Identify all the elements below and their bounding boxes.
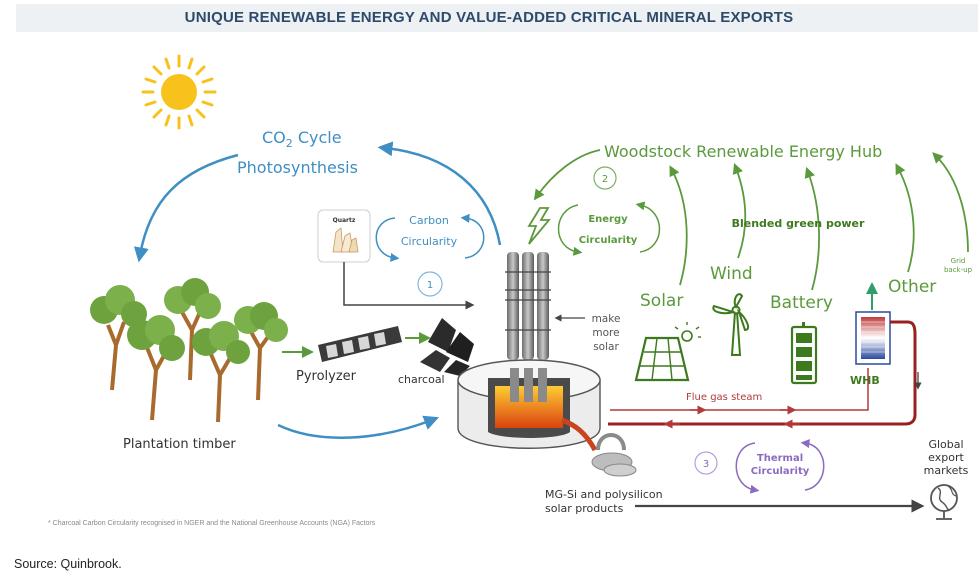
solar-products-label: solar products (545, 502, 624, 515)
battery-icon (790, 322, 818, 385)
quartz-to-smelter-arrow (343, 262, 475, 310)
flue-gas-label: Flue gas steam (686, 392, 762, 403)
solar-label-small: solar (593, 341, 619, 353)
thermal-circularity-label: Thermal (757, 453, 803, 464)
wind-label: Wind (710, 264, 753, 284)
grid-label: Grid (951, 257, 966, 265)
step-2-badge (593, 166, 617, 190)
lightning-icon (527, 207, 551, 245)
quartz-crystal-icon (332, 227, 359, 253)
mg-si-label: MG-Si and polysilicon (545, 488, 663, 501)
globe-icon (930, 484, 958, 520)
energy-circularity-label: Energy (588, 214, 628, 225)
export-label: export (928, 451, 964, 464)
blended-power-label: Blended green power (732, 217, 865, 230)
thermal-circularity-loop (735, 439, 825, 494)
page-title: UNIQUE RENEWABLE ENERGY AND VALUE-ADDED … (184, 9, 794, 26)
timber-to-smelter-arrow (277, 415, 440, 439)
co2-cycle-label: CO2 Cycle (262, 128, 342, 150)
whb-icon (855, 311, 891, 365)
solar-panel-icon (634, 322, 701, 382)
make-label: make (592, 313, 621, 325)
backup-label: back-up (944, 266, 973, 274)
thermal-circularity-label-2: Circularity (751, 466, 810, 477)
energy-circularity-loop (557, 201, 661, 256)
mg-si-product-icon (591, 433, 637, 477)
step-2-number: 2 (602, 174, 608, 185)
pyrolyzer-icon (318, 326, 402, 362)
sun-icon (141, 54, 217, 130)
markets-label: markets (924, 464, 969, 477)
other-label: Other (888, 277, 936, 297)
hub-feed-arrows (669, 152, 969, 291)
carbon-circularity-label: Carbon (409, 214, 449, 227)
photosynthesis-label: Photosynthesis (237, 158, 358, 177)
battery-label: Battery (770, 293, 833, 313)
charcoal-icon (420, 318, 474, 376)
step-1-number: 1 (427, 280, 433, 291)
quartz-box: Quartz (317, 209, 371, 263)
co2-arrow-to-trees (133, 153, 239, 263)
smelter-furnace-icon (457, 252, 601, 452)
charcoal-label: charcoal (398, 373, 445, 386)
hub-title: Woodstock Renewable Energy Hub (604, 142, 882, 161)
pyrolyzer-label: Pyrolyzer (296, 369, 357, 384)
hub-arrow-left (533, 149, 601, 201)
whb-label: WHB (850, 374, 880, 387)
title-banner (16, 4, 978, 32)
co2-arrow-from-smelter (377, 141, 502, 246)
step-1-badge (417, 271, 443, 297)
plantation-timber-label: Plantation timber (123, 437, 236, 452)
svg-text:Quartz: Quartz (333, 217, 356, 224)
footnote: * Charcoal Carbon Circularity recognised… (48, 520, 376, 527)
carbon-circularity-label-2: Circularity (401, 235, 458, 248)
energy-circularity-label-2: Circularity (579, 235, 638, 246)
whb-return-pipe (608, 320, 917, 426)
step-3-number: 3 (703, 459, 709, 470)
global-label: Global (928, 438, 963, 451)
plantation-trees-icon (90, 278, 288, 423)
step-3-badge (694, 451, 718, 475)
wind-turbine-icon (712, 293, 750, 356)
source-credit: Source: Quinbrook. (14, 557, 122, 571)
solar-label: Solar (640, 291, 683, 311)
carbon-circularity-loop (375, 213, 485, 262)
more-label: more (592, 327, 619, 339)
